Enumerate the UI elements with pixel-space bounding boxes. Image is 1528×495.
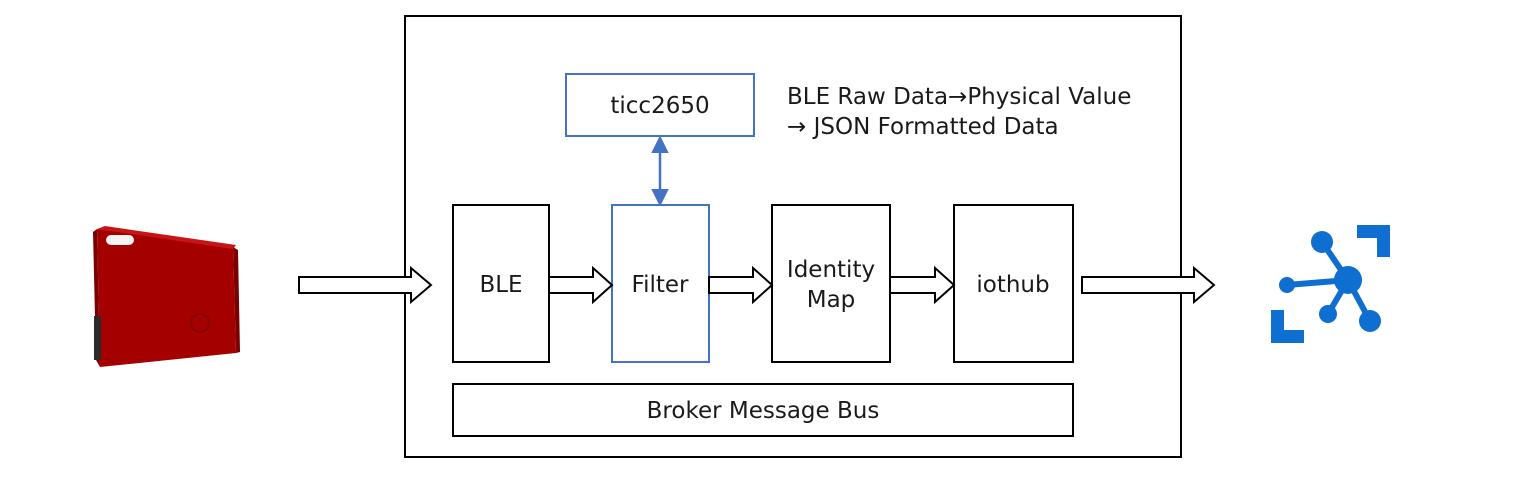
ticc2650-label: ticc2650 [610,93,709,119]
ble-node[interactable]: BLE [452,204,550,363]
identity-map-label-line2: Map [807,287,856,313]
iothub-label: iothub [976,272,1049,298]
ble-to-filter-arrow [548,265,614,305]
iothub-node[interactable]: iothub [953,204,1074,363]
conversion-note-line1: BLE Raw Data→Physical Value [787,84,1131,110]
ble-label: BLE [479,272,522,298]
broker-message-bus-node[interactable]: Broker Message Bus [452,383,1074,437]
gateway-container [404,15,1182,458]
ticc2650-node[interactable]: ticc2650 [565,73,755,137]
identity-map-label-line1: Identity [787,257,875,283]
identity-map-node[interactable]: Identity Map [771,204,891,363]
azure-iot-hub-icon [1271,225,1390,343]
filter-to-identity-arrow [708,265,774,305]
broker-message-bus-label: Broker Message Bus [647,398,880,424]
sensortag-device-icon [93,226,240,367]
filter-node[interactable]: Filter [611,204,710,363]
device-to-ble-arrow [298,265,433,305]
filter-label: Filter [632,272,690,298]
conversion-note-line2: → JSON Formatted Data [787,114,1059,140]
identity-to-iothub-arrow [889,265,956,305]
iothub-to-cloud-arrow [1081,265,1216,305]
